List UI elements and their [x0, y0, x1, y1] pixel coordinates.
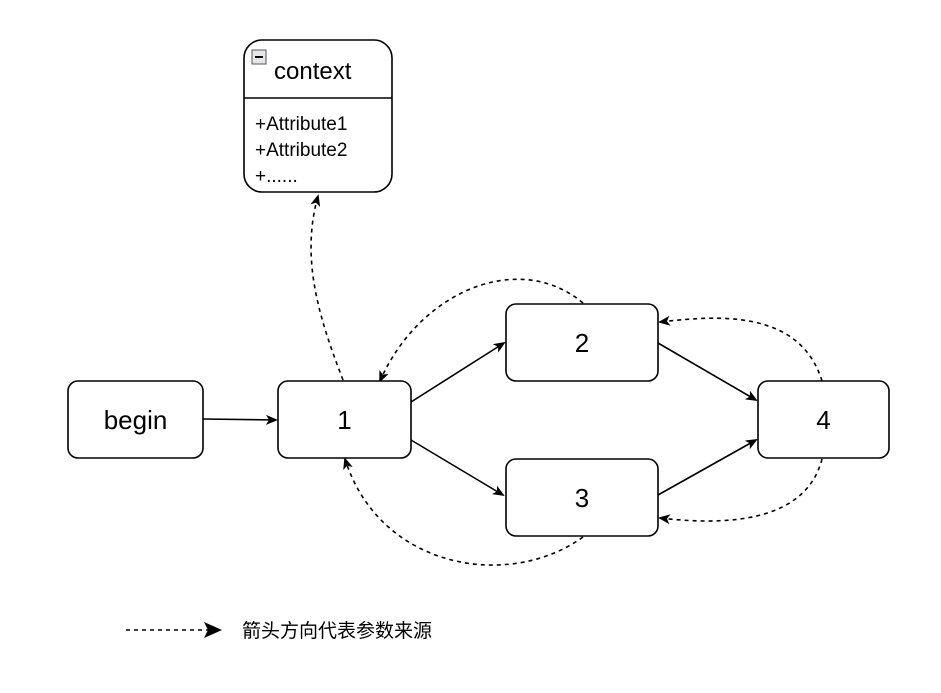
context-title: context — [274, 58, 352, 85]
node-3-label: 3 — [575, 483, 589, 513]
dashed-arrow-1-to-context — [310, 194, 344, 381]
collapse-icon[interactable] — [251, 49, 267, 65]
node-3[interactable]: 3 — [505, 458, 659, 537]
dashed-arrow-4-to-3 — [658, 458, 823, 525]
dashed-arrow-4-to-2 — [658, 315, 823, 382]
arrow-begin-to-1 — [202, 414, 278, 425]
arrow-3-to-4 — [657, 439, 758, 496]
context-box-frame — [243, 39, 393, 193]
arrow-2-to-4 — [657, 342, 758, 402]
legend-arrowhead-icon — [204, 622, 222, 638]
node-1[interactable]: 1 — [277, 380, 412, 459]
dashed-arrow-3-to-1 — [343, 457, 584, 566]
node-2-label: 2 — [575, 328, 589, 358]
node-4-label: 4 — [816, 405, 830, 435]
context-attribute-2: +Attribute2 — [255, 140, 347, 161]
legend: 箭头方向代表参数来源 — [126, 620, 432, 642]
node-4[interactable]: 4 — [757, 380, 890, 459]
node-begin[interactable]: begin — [67, 380, 204, 459]
arrow-1-to-3 — [410, 439, 505, 497]
node-begin-label: begin — [104, 405, 168, 435]
node-1-label: 1 — [337, 405, 351, 435]
arrow-1-to-2 — [410, 341, 506, 403]
context-class-box[interactable]: context +Attribute1 +Attribute2 +...... — [243, 39, 393, 193]
context-attribute-1: +Attribute1 — [255, 114, 347, 135]
legend-text: 箭头方向代表参数来源 — [242, 620, 432, 642]
node-2[interactable]: 2 — [505, 303, 659, 382]
context-attribute-3: +...... — [255, 166, 298, 187]
